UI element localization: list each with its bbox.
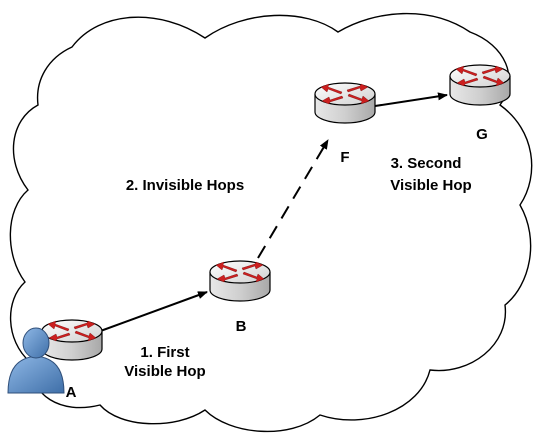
node-label-b: B (236, 318, 247, 335)
first-hop-label-line1: 1. First (140, 344, 189, 361)
invisible-hops-label: 2. Invisible Hops (126, 177, 244, 194)
link-a-b (94, 291, 208, 334)
node-label-g: G (476, 126, 488, 143)
router-icon-a (41, 319, 103, 361)
cloud-shape (9, 12, 533, 433)
node-label-f: F (340, 149, 349, 166)
user-icon (7, 327, 65, 394)
second-hop-label-line2: Visible Hop (390, 177, 471, 194)
router-icon-f (314, 82, 376, 124)
second-hop-label-line1: 3. Second (391, 155, 462, 172)
router-icon-g (449, 64, 511, 106)
link-f-g (374, 92, 448, 107)
router-icon-b (209, 260, 271, 302)
node-label-a: A (66, 384, 77, 401)
first-hop-label-line2: Visible Hop (124, 363, 205, 380)
